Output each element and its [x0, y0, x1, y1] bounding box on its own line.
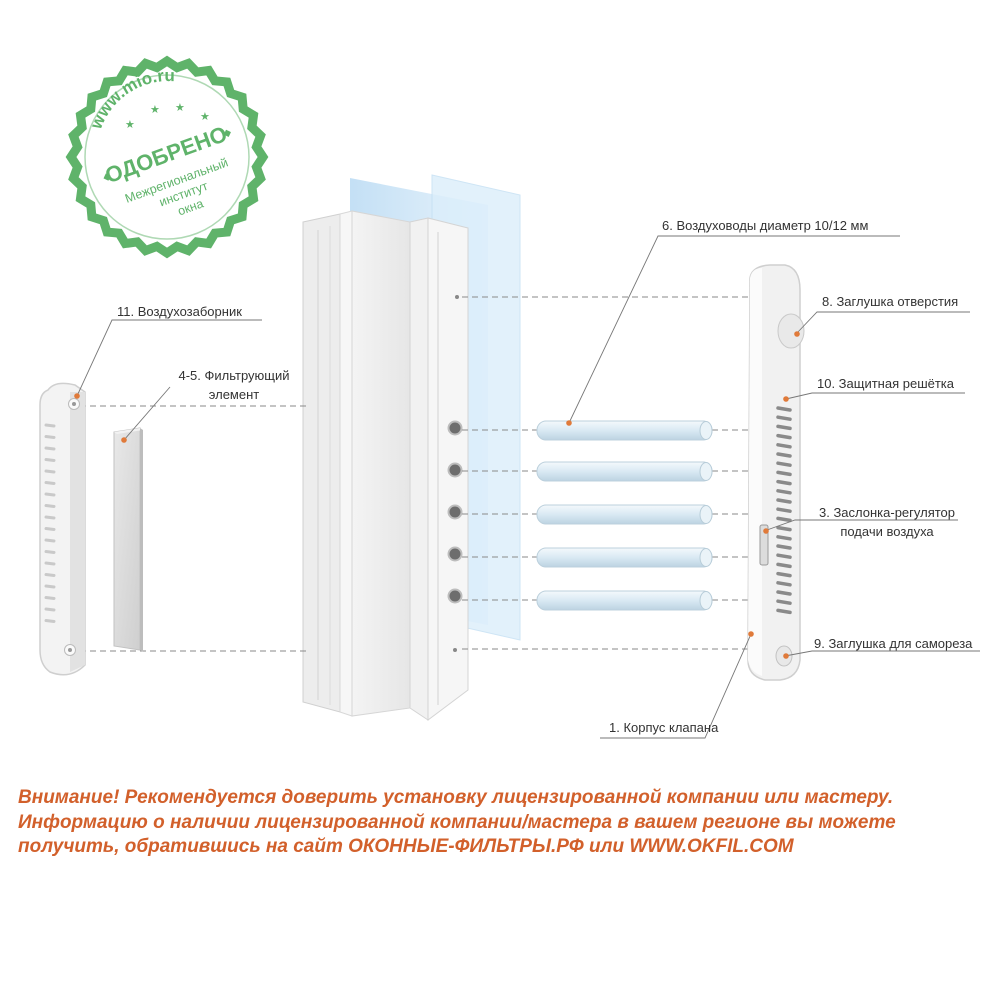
grille-slot: [776, 581, 792, 587]
grille-slot: [776, 516, 792, 523]
approval-stamp: www.mio.ru ★★★★ ОДОБРЕНО ◆ ◆ Межрегионал…: [65, 55, 269, 259]
svg-text:◆: ◆: [102, 171, 113, 184]
grille-slot: [776, 544, 792, 550]
intake-slot: [44, 538, 56, 543]
grille-slot: [776, 562, 792, 569]
intake-slot: [44, 619, 56, 623]
svg-text:★: ★: [200, 111, 210, 123]
intake-slot: [44, 561, 56, 566]
filter-element: [113, 427, 143, 652]
svg-text:◆: ◆: [222, 127, 233, 140]
grille-slot: [776, 406, 792, 412]
grille-slot: [776, 479, 792, 486]
label-air-damper-line2: подачи воздуха: [840, 524, 934, 539]
svg-text:★: ★: [175, 102, 185, 114]
stamp-stars: ★ ★ ★ ★: [125, 102, 210, 131]
intake-slot: [44, 596, 56, 600]
grille-slot: [776, 489, 792, 495]
air-duct: [536, 547, 713, 568]
grille-slot: [776, 507, 792, 513]
label-filter-element-line1: 4-5. Фильтрующий: [178, 368, 290, 383]
alignment-lines: [80, 296, 750, 652]
grille-slot: [776, 608, 792, 615]
air-duct: [536, 461, 713, 482]
label-filter-element: 4-5. Фильтрующий элемент: [166, 366, 302, 404]
grille-slot: [776, 424, 792, 431]
intake-slot: [44, 458, 56, 462]
air-ducts: [536, 420, 713, 611]
callout-dots: [74, 331, 800, 659]
grille-slot: [776, 599, 792, 605]
label-air-ducts: 6. Воздуховоды диаметр 10/12 мм: [662, 218, 869, 233]
grille-slot: [776, 498, 792, 504]
air-intake: [39, 382, 86, 676]
warning-line2: Информацию о наличии лицензированной ком…: [18, 811, 896, 833]
intake-slot: [44, 527, 56, 531]
grille-slot: [776, 433, 792, 440]
grille-slot: [776, 443, 792, 449]
warning-line1: Внимание! Рекомендуется доверить установ…: [18, 787, 894, 808]
svg-text:★: ★: [125, 119, 135, 131]
grille-slot: [776, 590, 792, 596]
window-frame-profile: [302, 210, 469, 721]
label-protective-grille: 10. Защитная решётка: [817, 376, 955, 391]
grille-slot: [776, 470, 792, 477]
intake-slot: [44, 607, 56, 612]
air-duct: [536, 590, 713, 611]
label-air-intake: 11. Воздухозаборник: [117, 304, 242, 319]
stamp-scalloped-border: [65, 55, 269, 259]
valve-grille: [776, 406, 792, 615]
intake-slot: [44, 423, 56, 428]
grille-slot: [776, 415, 792, 421]
intake-slot: [44, 584, 56, 589]
intake-slot: [44, 446, 56, 451]
warning-line3: получить, обратившись на сайт ОКОННЫЕ-ФИ…: [18, 836, 794, 857]
air-duct: [536, 504, 713, 525]
air-duct: [536, 420, 713, 441]
warning-notice: Внимание! Рекомендуется доверить установ…: [18, 786, 993, 860]
valve-body: [747, 264, 805, 681]
grille-slot: [776, 553, 792, 559]
intake-slot: [44, 492, 56, 497]
intake-slot: [44, 481, 56, 485]
grille-slot: [776, 525, 792, 532]
label-air-damper: 3. Заслонка-регулятор подачи воздуха: [796, 503, 978, 541]
intake-slot: [44, 573, 56, 577]
grille-slot: [776, 571, 792, 578]
label-screw-plug: 9. Заглушка для самореза: [814, 636, 973, 651]
svg-text:★: ★: [150, 104, 160, 116]
intake-slot: [44, 550, 56, 554]
label-filter-element-line2: элемент: [208, 387, 260, 402]
label-air-damper-line1: 3. Заслонка-регулятор: [818, 505, 956, 520]
intake-slot: [44, 435, 56, 439]
intake-slot: [44, 515, 56, 520]
intake-slot: [44, 504, 56, 508]
intake-slot: [44, 469, 56, 474]
leader-lines: [76, 235, 980, 739]
grille-slot: [776, 461, 792, 467]
grille-slot: [776, 535, 792, 541]
frame-holes: [447, 420, 463, 604]
label-hole-plug: 8. Заглушка отверстия: [822, 294, 959, 309]
grille-slot: [776, 452, 792, 458]
label-valve-body: 1. Корпус клапана: [609, 720, 719, 735]
